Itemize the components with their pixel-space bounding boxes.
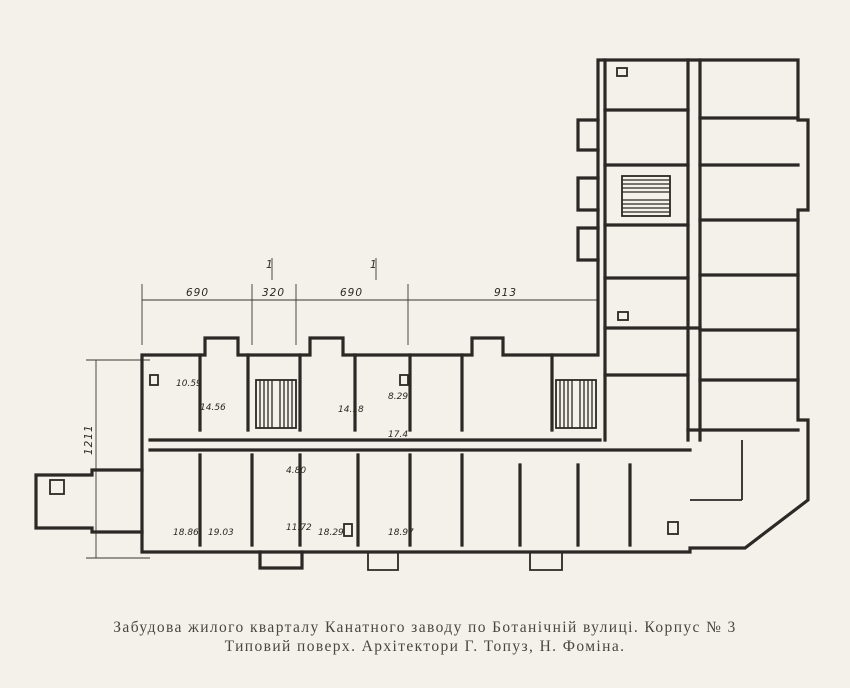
caption: Забудова жилого кварталу Канатного завод… [0,618,850,656]
staircase-wing [621,175,671,217]
dimension-label: 913 [494,287,517,299]
room-area-label: 19.03 [208,528,234,538]
staircase-middle [555,379,597,429]
room-area-label: 4.80 [286,466,306,476]
room-area-label: 18.29 [318,528,344,538]
dimension-label: 1211 [83,424,95,455]
room-area-label: 18.97 [388,528,414,538]
room-area-label: 8.29 [388,392,408,402]
room-area-label: 14.18 [338,405,364,415]
caption-line: Забудова жилого кварталу Канатного завод… [113,619,737,636]
dimension-label: 320 [262,287,285,299]
room-area-label: 18.86 [173,528,199,538]
room-area-label: 10.59 [176,379,202,389]
dimension-label: 690 [186,287,209,299]
room-area-label: 11.72 [286,523,312,533]
room-area-label: 14.56 [200,403,226,413]
section-mark: 1 [266,259,274,271]
dimension-label: 690 [340,287,363,299]
room-area-label: 17.4 [388,430,408,440]
caption-line: Типовий поверх. Архітектори Г. Топуз, Н.… [224,638,626,655]
staircase-left [255,379,297,429]
fixtures [49,67,679,537]
floor-plan-drawing: 690 320 690 913 1211 1 1 10.59 14.56 14.… [34,58,810,571]
outer-walls [34,58,810,571]
interior-walls [148,58,800,547]
dimension-lines [86,258,598,559]
section-mark: 1 [370,259,378,271]
